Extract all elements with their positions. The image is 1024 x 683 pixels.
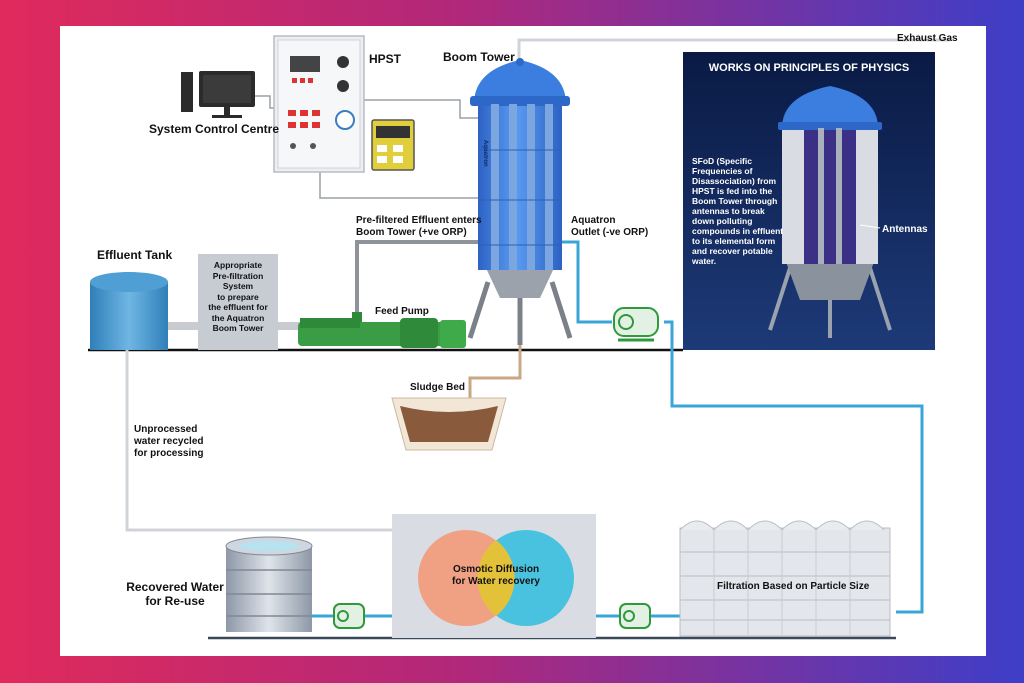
pipe-tank-to-prefilter [168, 322, 200, 330]
prefilter-text: Appropriate Pre-filtration System to pre… [199, 260, 277, 334]
prefiltered-line2: Boom Tower (+ve ORP) [356, 227, 467, 238]
system-control-centre-label: System Control Centre [149, 122, 280, 136]
prefilter-line7: Boom Tower [212, 323, 264, 333]
pipe-prefilter-to-pump [278, 322, 300, 330]
control-wire-boom [362, 99, 478, 119]
exhaust-gas-label: Exhaust Gas [897, 33, 958, 44]
frequency-meter-icon [371, 119, 415, 171]
filtration-unit-icon [679, 520, 891, 637]
hpst-cabinet-icon [273, 35, 365, 173]
computer-icon [181, 71, 255, 118]
sludge-pipe [468, 345, 522, 398]
venn-overlap [477, 540, 515, 616]
exhaust-gas-pipe [517, 38, 950, 62]
feed-pump-icon [298, 312, 466, 348]
control-wire-bottom [319, 170, 478, 199]
physics-panel-description: SFoD (Specific Frequencies of Disassocia… [692, 156, 784, 266]
prefilter-line5: the effluent for [208, 302, 268, 312]
hpst-label: HPST [369, 52, 402, 66]
aquatron-outlet-line2: Outlet (-ve ORP) [571, 227, 649, 238]
recycle-pipe [125, 350, 392, 532]
blue-outlet-pipe [562, 240, 924, 614]
feed-pump-label: Feed Pump [375, 306, 429, 317]
boom-tower-label: Boom Tower [443, 50, 515, 64]
unprocessed-line2: water recycled [134, 436, 204, 447]
prefilter-line6: the Aquatron [211, 312, 265, 323]
sludge-bed-icon [391, 397, 507, 451]
recovered-water-drum-icon [225, 536, 313, 632]
unprocessed-line3: for processing [134, 448, 204, 459]
antennas-label: Antennas [882, 224, 928, 235]
filtration-label: Filtration Based on Particle Size [717, 581, 870, 592]
unprocessed-line1: Unprocessed [134, 424, 198, 435]
aquatron-outlet-line1: Aquatron [571, 215, 616, 226]
osmotic-line1: Osmotic Diffusion [452, 564, 540, 575]
effluent-tank-icon [90, 272, 168, 350]
prefilter-line4: to prepare [217, 291, 259, 302]
antenna-tower-illustration [768, 86, 892, 338]
prefilter-line2: Pre-filtration [212, 270, 264, 281]
prefilter-line1: Appropriate [213, 260, 263, 270]
pump-right-icon [619, 603, 651, 629]
recovered-water-line1: Recovered Water [126, 580, 224, 594]
effluent-tank-label: Effluent Tank [97, 248, 173, 262]
sludge-bed-label: Sludge Bed [410, 382, 466, 393]
osmotic-line2: for Water recovery [452, 576, 540, 587]
prefilter-line3: System [222, 281, 254, 291]
pump-left-icon [333, 603, 365, 629]
physics-panel-title: WORKS ON PRINCIPLES OF PHYSICS [708, 62, 910, 74]
outlet-pump-icon [613, 307, 659, 342]
prefilter-box [198, 254, 278, 350]
pipe-pump-to-tower [355, 240, 478, 312]
tower-brand-text: Aquatron [482, 140, 488, 167]
boom-tower-icon [467, 58, 573, 345]
recovered-water-line2: for Re-use [145, 594, 205, 608]
prefiltered-line1: Pre-filtered Effluent enters [356, 215, 482, 226]
